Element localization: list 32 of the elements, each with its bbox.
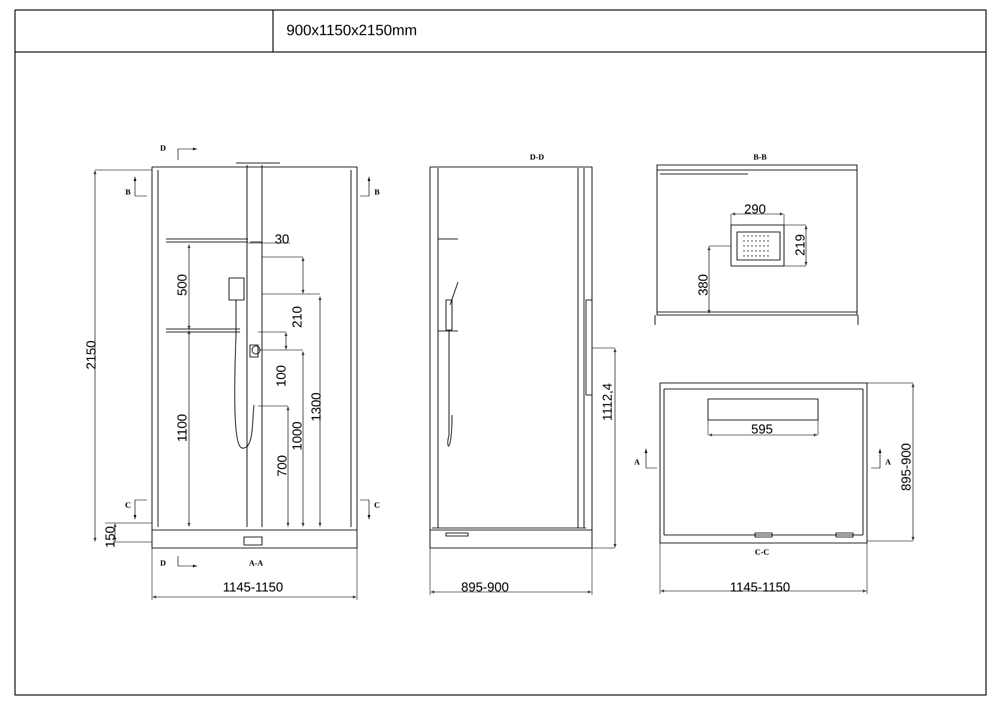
dimension-value: 210 xyxy=(292,306,302,328)
dimension-value: 1112,4 xyxy=(602,383,614,420)
dimension-value: 150 xyxy=(105,526,115,547)
dimension-value: 895-900 xyxy=(462,582,508,592)
section-label: B xyxy=(125,189,130,195)
dimension-value: 30 xyxy=(275,234,289,244)
section-label: D xyxy=(160,145,166,151)
section-label: C-C xyxy=(755,549,768,555)
section-label: B xyxy=(374,189,380,195)
dimension-value: 1145-1150 xyxy=(224,582,283,592)
dimension-value: 700 xyxy=(277,456,287,476)
section-label: B-B xyxy=(753,154,766,160)
dimension-value: 1000 xyxy=(292,422,302,450)
section-label: A xyxy=(634,459,640,465)
dimension-value: 1145-1150 xyxy=(730,582,790,592)
section-label: C xyxy=(126,502,130,508)
section-label: D xyxy=(160,560,166,566)
dimension-value: 595 xyxy=(752,424,772,434)
dimensions-text: 900x1150x2150mm xyxy=(287,24,416,36)
section-label: D-D xyxy=(530,154,544,160)
dimension-value: 895-900 xyxy=(901,444,911,490)
dimension-value: 380 xyxy=(698,274,708,296)
section-label: A xyxy=(885,459,891,465)
dimension-value: 1100 xyxy=(177,414,187,441)
dimension-value: 1300 xyxy=(311,393,321,420)
dimension-value: 100 xyxy=(276,366,286,386)
dimension-value: 219 xyxy=(795,234,805,256)
dimension-value: 500 xyxy=(177,274,187,296)
dimension-value: 290 xyxy=(744,204,766,214)
section-label: A-A xyxy=(248,560,264,566)
section-label: C xyxy=(374,502,380,508)
dimension-value: 2150 xyxy=(86,341,96,369)
